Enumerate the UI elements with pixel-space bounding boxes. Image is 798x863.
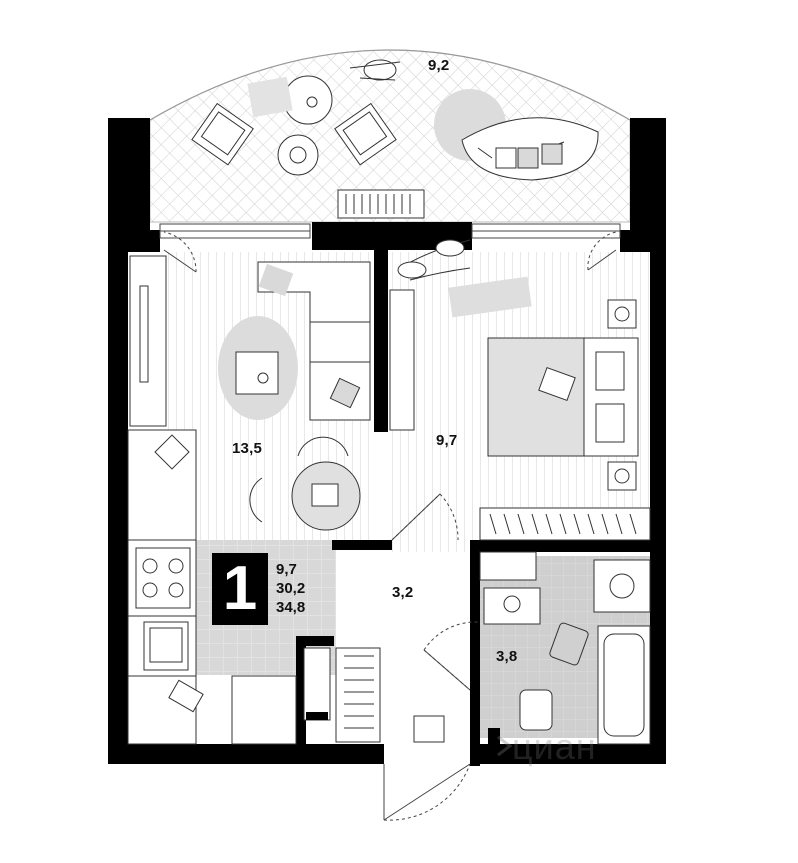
sink <box>143 621 189 671</box>
plant-icon <box>349 59 401 81</box>
doors <box>163 231 617 821</box>
total-area-value: 34,8 <box>276 599 306 616</box>
side-table <box>277 134 319 176</box>
kitchen <box>127 429 297 745</box>
wardrobe-bedroom <box>389 289 415 431</box>
bedroom-area-label: 9,7 <box>436 432 458 449</box>
fridge <box>231 675 297 745</box>
hallway-furniture <box>335 647 445 743</box>
balcony-railing <box>149 49 631 121</box>
living-room-area-label: 13,5 <box>232 440 262 457</box>
door-living <box>163 249 197 273</box>
electrical-panel <box>303 647 331 721</box>
rooms-count-badge: 1 <box>212 553 268 625</box>
armchair-right <box>334 102 397 166</box>
bathroom-fixtures <box>479 551 651 745</box>
bench <box>337 189 425 219</box>
rug <box>247 76 293 118</box>
closet <box>479 507 651 541</box>
balcony-area-label: 9,2 <box>428 57 450 74</box>
cian-logo-icon <box>497 735 512 757</box>
walls <box>108 118 666 766</box>
nightstand-top <box>607 299 637 329</box>
bath-mat <box>549 622 589 666</box>
laundry-machine <box>593 559 651 613</box>
coffee-table <box>235 351 279 395</box>
hob <box>135 547 191 609</box>
washbasin <box>483 587 541 625</box>
plant-bedroom-icon <box>397 239 471 281</box>
cushion <box>329 377 361 409</box>
area-summary: 9,7 30,2 34,8 <box>276 560 305 617</box>
bedroom-rug <box>448 276 532 318</box>
toilet <box>519 689 553 731</box>
chair-1 <box>297 436 349 457</box>
area-value-2: 30,2 <box>276 580 306 597</box>
armchair-left <box>191 102 254 166</box>
shoe-rack <box>335 647 381 743</box>
chair-2 <box>249 477 263 523</box>
watermark: циан <box>512 726 597 767</box>
door-bedroom-balcony <box>587 249 617 271</box>
bedroom-furniture <box>389 239 651 541</box>
gas-burner-icon <box>154 434 190 470</box>
round-table <box>283 75 333 125</box>
living-furniture <box>129 255 371 531</box>
door-bath <box>423 621 479 691</box>
tv <box>139 285 149 383</box>
washer <box>479 551 537 581</box>
bag <box>413 715 445 743</box>
living-area-value: 9,7 <box>276 561 297 578</box>
balcony <box>149 49 631 223</box>
hallway-area-label: 3,2 <box>392 584 414 601</box>
nightstand-bottom <box>607 461 637 491</box>
cutting-board <box>168 679 204 713</box>
door-entrance <box>383 763 471 821</box>
windows <box>159 223 621 239</box>
book <box>538 366 576 402</box>
bathroom-area-label: 3,8 <box>496 648 518 665</box>
